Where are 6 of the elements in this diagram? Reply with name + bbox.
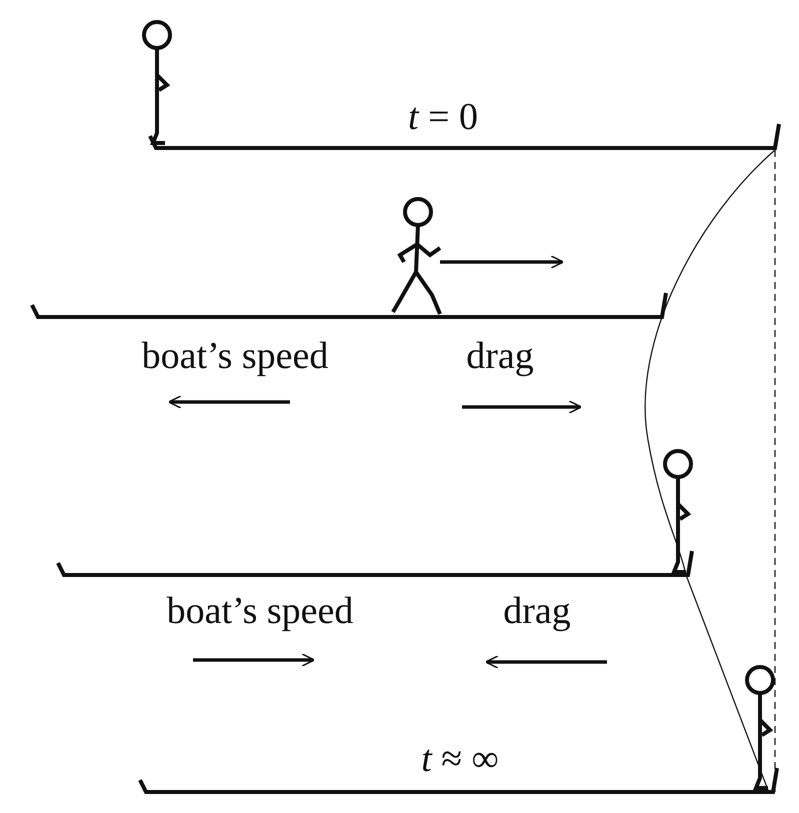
force-label: boat’s speed xyxy=(142,336,328,378)
time-label: t ≈ ∞ xyxy=(421,739,499,781)
force-label: boat’s speed xyxy=(166,591,354,633)
force-label: drag xyxy=(466,336,534,378)
force-label: drag xyxy=(503,591,571,633)
time-label: t = 0 xyxy=(408,97,478,139)
